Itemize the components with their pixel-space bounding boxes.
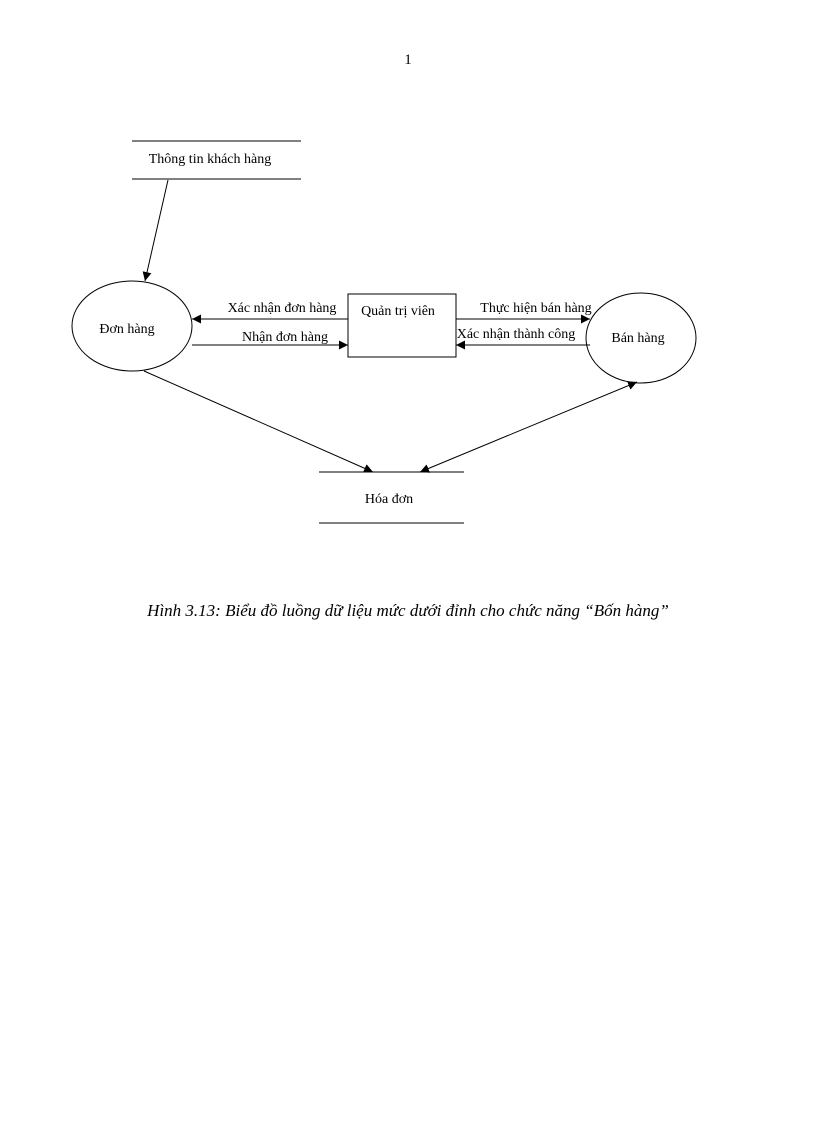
flow-sales-invoice-bidirectional <box>419 381 638 473</box>
flow-receive-order-label: Nhận đơn hàng <box>242 330 328 345</box>
page-number: 1 <box>404 52 412 68</box>
flow-order-to-invoice <box>143 370 374 473</box>
data-flow-diagram: Thông tin khách hàng Đơn hàng Quản trị v… <box>71 140 697 524</box>
process-order-label: Đơn hàng <box>99 322 154 337</box>
data-store-invoice: Hóa đơn <box>319 471 464 524</box>
process-order: Đơn hàng <box>71 280 193 372</box>
flow-customer-info-to-order <box>142 179 169 282</box>
data-store-customer-info: Thông tin khách hàng <box>132 140 301 180</box>
figure-caption: Hình 3.13: Biểu đồ luồng dữ liệu mức dướ… <box>147 601 669 620</box>
data-store-invoice-label: Hóa đơn <box>365 492 413 507</box>
entity-admin-label: Quản trị viên <box>361 304 435 319</box>
flow-confirm-success-label: Xác nhận thành công <box>457 327 576 342</box>
flow-perform-sale-label: Thực hiện bán hàng <box>480 301 591 316</box>
flow-confirm-order-label: Xác nhận đơn hàng <box>228 301 337 316</box>
process-sales: Bán hàng <box>585 292 697 384</box>
process-sales-label: Bán hàng <box>611 331 664 346</box>
entity-admin: Quản trị viên <box>347 293 457 358</box>
data-store-customer-info-label: Thông tin khách hàng <box>149 152 271 167</box>
